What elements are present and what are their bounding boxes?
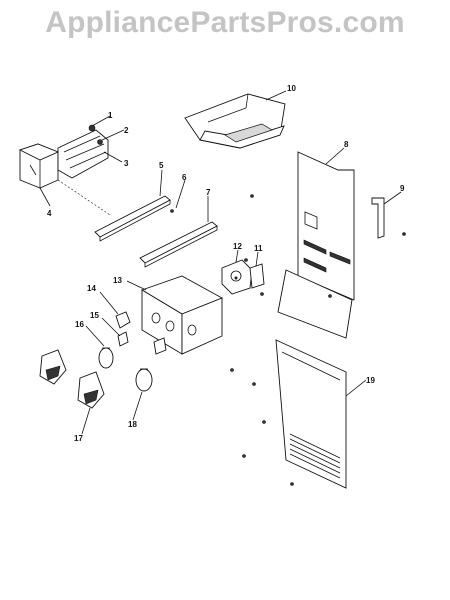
callout-1: 1 (108, 111, 113, 120)
part-11-switch[interactable] (249, 263, 265, 289)
callout-5: 5 (159, 161, 164, 170)
part-6-screw[interactable] (170, 209, 174, 213)
screw-set (230, 194, 406, 486)
callout-19: 19 (366, 376, 375, 385)
part-19-front-panel[interactable] (275, 339, 347, 489)
part-10-cover[interactable] (184, 93, 286, 149)
part-17-lamp-cover[interactable] (77, 371, 105, 409)
callout-15: 15 (90, 311, 99, 320)
callout-12: 12 (233, 242, 242, 251)
callout-3: 3 (124, 159, 129, 168)
callout-10: 10 (287, 84, 296, 93)
part-lamp-cover-upper[interactable] (39, 349, 67, 385)
callout-6: 6 (182, 173, 187, 182)
part-18-bulb[interactable] (135, 337, 167, 392)
callout-2: 2 (124, 126, 129, 135)
part-4-ice-bucket[interactable] (18, 143, 60, 189)
part-15-socket[interactable] (117, 331, 129, 347)
callout-8: 8 (344, 140, 349, 149)
part-5-rail[interactable] (94, 195, 171, 242)
part-14-socket[interactable] (115, 311, 131, 329)
callout-18: 18 (128, 420, 137, 429)
callout-4: 4 (47, 209, 52, 218)
callout-11: 11 (254, 244, 263, 253)
part-9-bracket[interactable] (371, 197, 385, 239)
watermark-logo-text: AppliancePartsPros.com (45, 6, 405, 39)
callout-16: 16 (75, 320, 84, 329)
part-shield-panel[interactable] (277, 269, 353, 339)
callout-9: 9 (400, 184, 405, 193)
callout-17: 17 (74, 434, 83, 443)
leader-lines (39, 90, 402, 435)
part-13-housing[interactable] (140, 275, 224, 355)
part-8-back-panel[interactable] (297, 151, 355, 301)
callout-14: 14 (87, 284, 96, 293)
part-16-bulb[interactable] (98, 347, 114, 369)
callout-7: 7 (206, 188, 211, 197)
callout-13: 13 (113, 276, 122, 285)
part-7-rail[interactable] (139, 221, 218, 268)
part-1-3-icemaker-assembly[interactable] (57, 124, 111, 216)
